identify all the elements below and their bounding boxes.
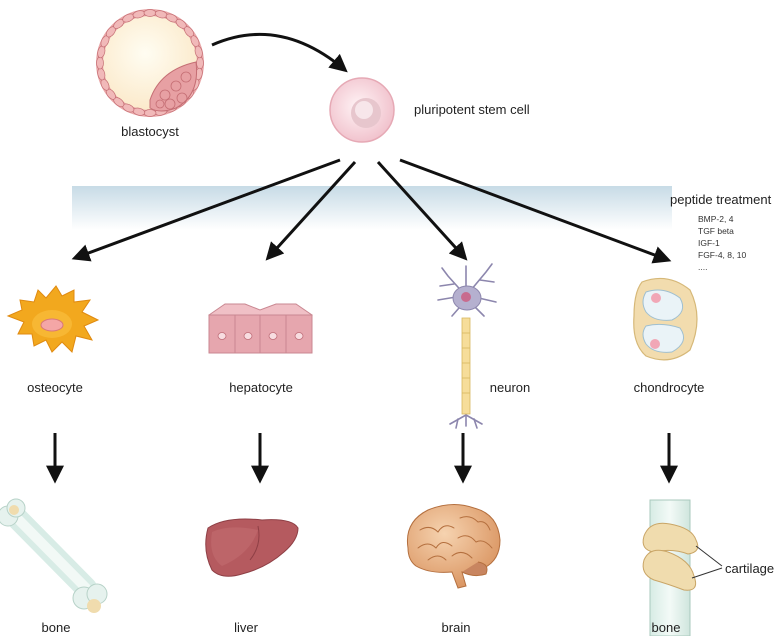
brain-label: brain (441, 620, 471, 635)
liver-icon (205, 518, 299, 577)
arrow-blastocyst-to-stem-cell (211, 32, 348, 73)
bone-icon (0, 498, 108, 613)
factor-item: TGF beta (698, 226, 734, 236)
bone-right-label: bone (651, 620, 681, 635)
neuron-icon (437, 263, 497, 429)
peptide-treatment-title: peptide treatment (670, 192, 772, 207)
neuron-label: neuron (489, 380, 531, 395)
factor-list: BMP-2, 4 TGF beta IGF-1 FGF-4, 8, 10 ...… (698, 213, 746, 273)
cartilage-label: cartilage (725, 561, 775, 576)
trophoblast-cell (96, 56, 104, 70)
bone-cartilage-icon (642, 499, 723, 636)
differentiation-arrows (71, 158, 672, 264)
down-arrows (46, 433, 678, 484)
trophoblast-cell (194, 45, 203, 59)
hepatocyte-label: hepatocyte (229, 380, 293, 395)
trophoblast-cell (143, 109, 157, 117)
brain-icon (406, 504, 501, 589)
trophoblast-cell (196, 56, 204, 70)
chondrocyte-label: chondrocyte (633, 380, 705, 395)
peptide-treatment-band (72, 186, 672, 230)
chondrocyte-icon (633, 277, 698, 361)
factor-item: .... (698, 262, 708, 272)
factor-item: IGF-1 (698, 238, 720, 248)
stem-cell-icon (329, 77, 395, 143)
blastocyst-label: blastocyst (121, 124, 179, 139)
hepatocyte-icon (208, 303, 313, 354)
factor-item: BMP-2, 4 (698, 214, 734, 224)
liver-label: liver (234, 620, 258, 635)
stem-cell-label: pluripotent stem cell (414, 102, 530, 117)
osteocyte-icon (6, 285, 100, 353)
osteocyte-label: osteocyte (27, 380, 83, 395)
factor-item: FGF-4, 8, 10 (698, 250, 747, 260)
bone-label: bone (41, 620, 71, 635)
trophoblast-cell (143, 9, 157, 17)
blastocyst-icon (96, 9, 204, 117)
